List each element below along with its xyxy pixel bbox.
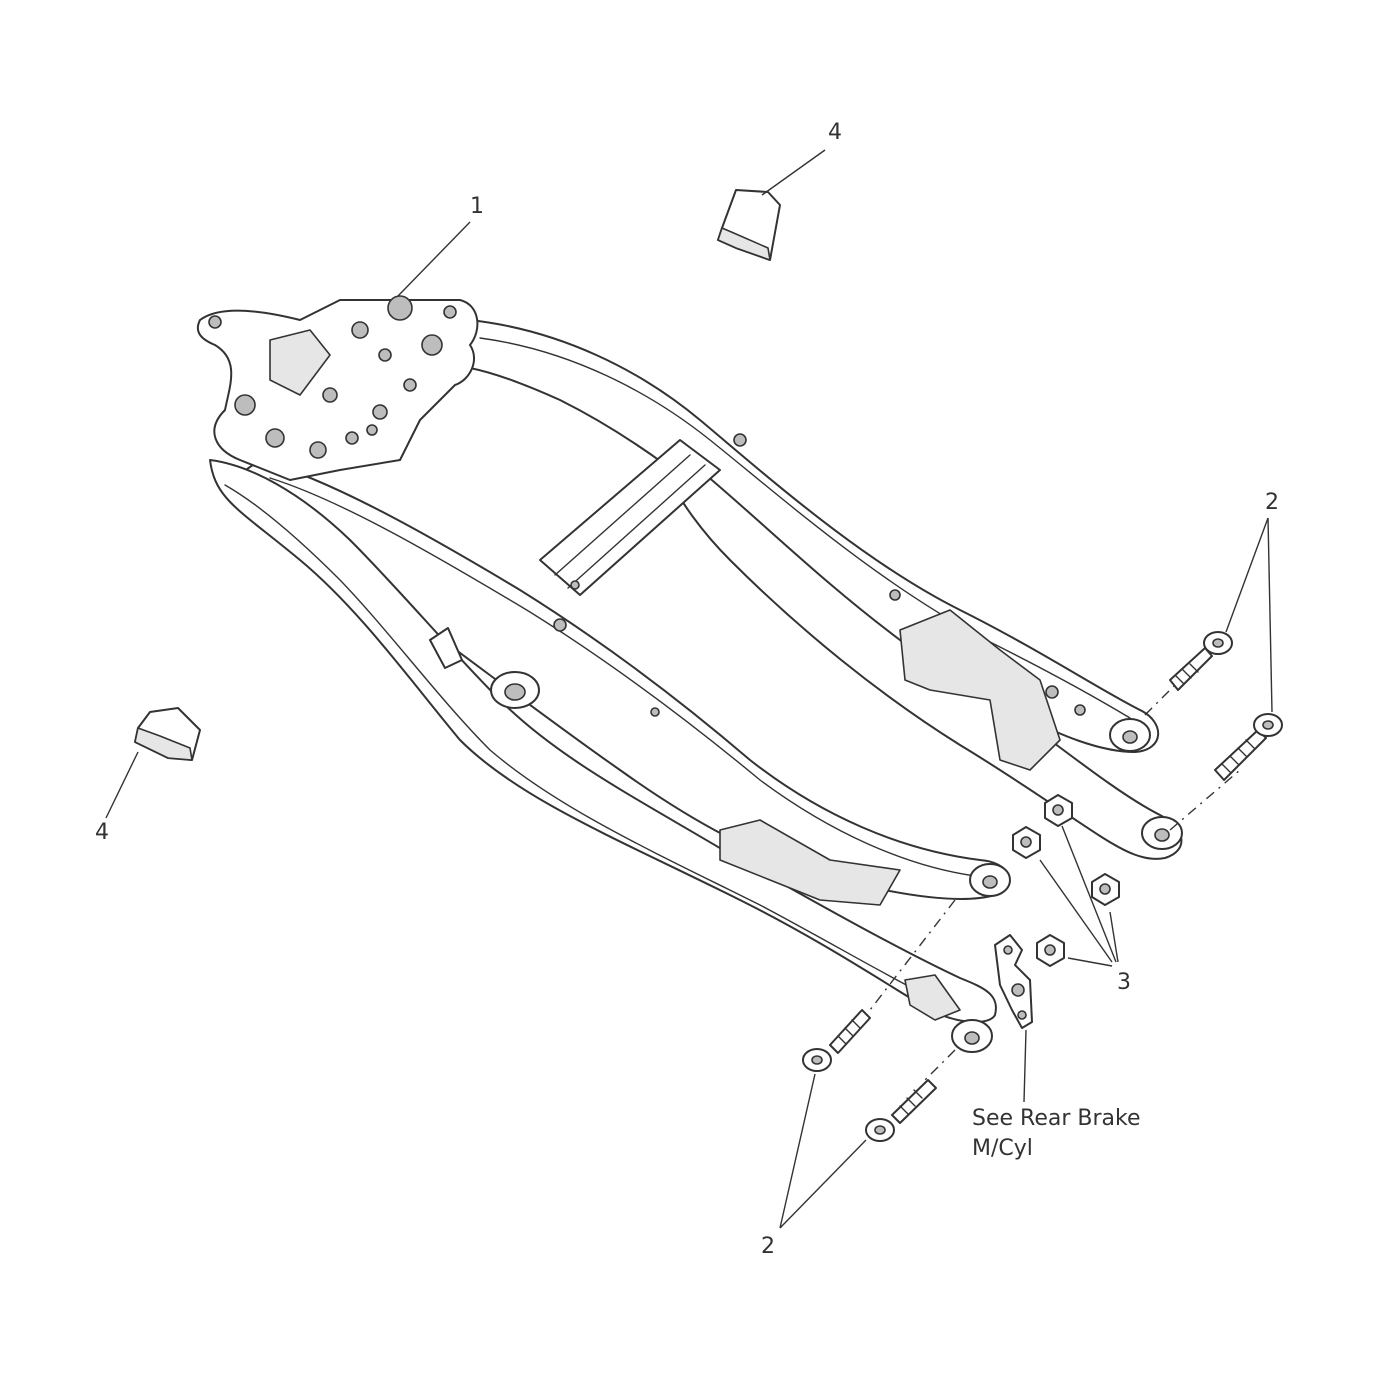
nut-1 [1044,794,1073,827]
bumper-top [717,189,781,261]
callout-bolt-right: 2 [1265,490,1279,515]
brake-bracket [994,934,1033,1029]
bumper-left [134,707,201,761]
callout-bumper-top: 4 [828,120,842,145]
bolt-bottom [865,1049,956,1142]
callout-bumper-left: 4 [95,820,109,845]
callout-frame: 1 [470,194,484,219]
bolt-lower-right [1169,713,1283,831]
rear-subframe [196,295,1183,1053]
note-line-1: See Rear Brake [972,1106,1141,1131]
nut-3 [1091,873,1120,906]
bolt-lower-left [802,899,956,1072]
leader-lines [105,149,1273,1229]
callout-bolt-bottom: 2 [761,1234,775,1259]
cross-reference-note: See Rear Brake M/Cyl [972,1104,1141,1164]
nut-2 [1012,826,1041,859]
bolt-upper-right [1144,631,1233,716]
nut-4 [1036,934,1065,967]
note-line-2: M/Cyl [972,1136,1033,1161]
callout-nut: 3 [1117,970,1131,995]
